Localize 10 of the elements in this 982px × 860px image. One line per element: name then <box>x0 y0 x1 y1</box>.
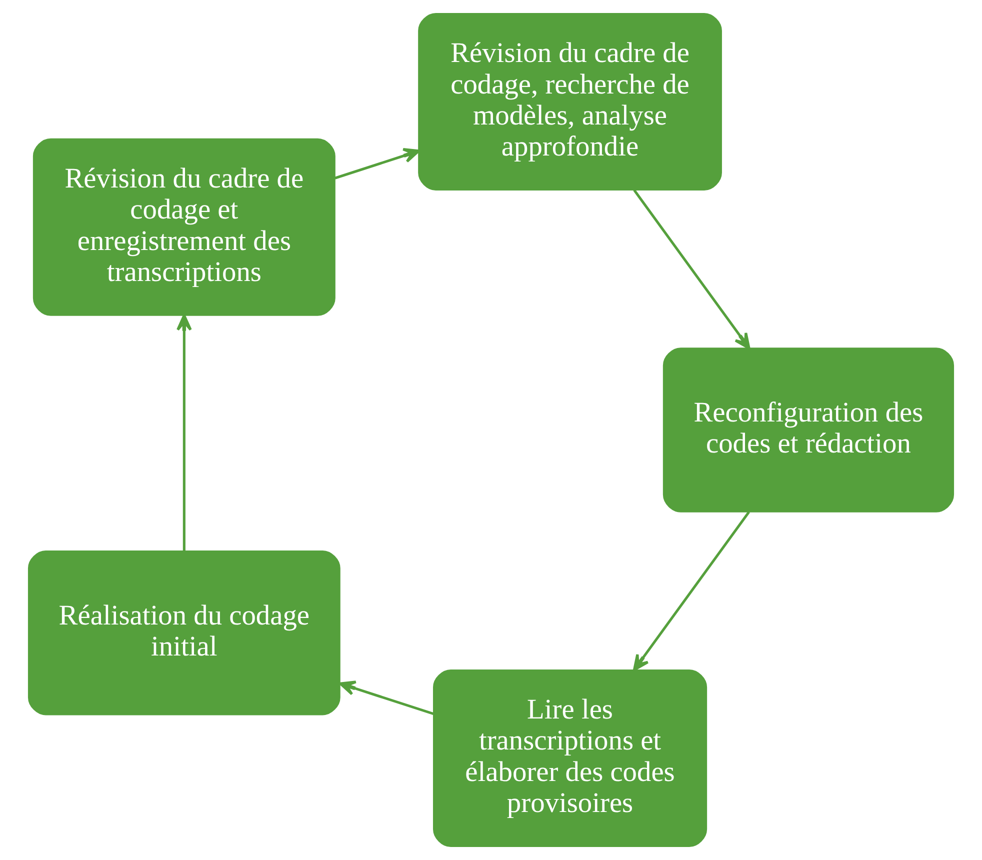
node-box: Réalisation du codage initial <box>28 550 340 716</box>
node-box: Révision du cadre de codage, recherche de modèles, analyse approfondie <box>418 13 722 191</box>
arrow <box>632 511 750 672</box>
node-box: Reconfiguration des codes et rédaction <box>662 348 954 512</box>
arrow <box>176 314 192 551</box>
arrow <box>633 189 750 350</box>
node-box: Révision du cadre de codage et enregistrement des transcriptions <box>32 138 336 316</box>
arrow <box>339 680 434 716</box>
arrow <box>334 148 420 180</box>
node-box: Lire les transcriptions et élaborer des codes provisoires <box>433 669 708 847</box>
